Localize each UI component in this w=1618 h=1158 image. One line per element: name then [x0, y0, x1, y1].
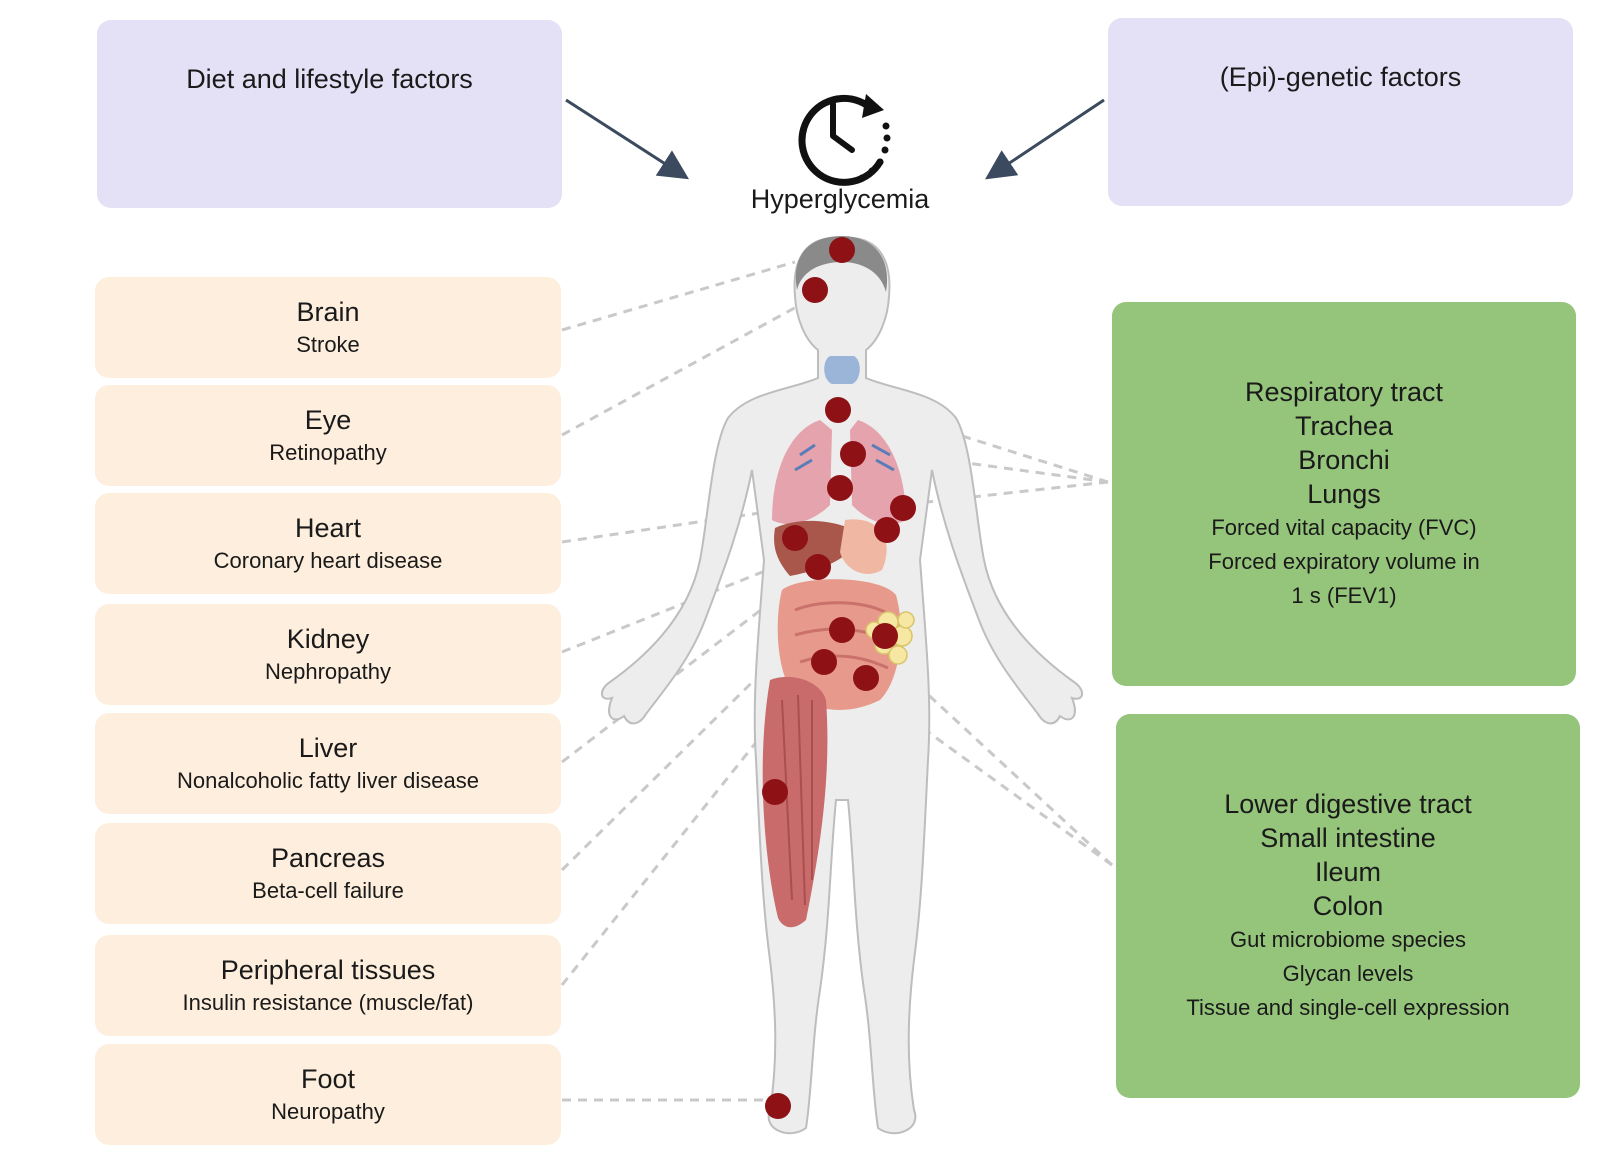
digestive-measure: Tissue and single-cell expression — [1186, 995, 1510, 1020]
organ-box-kidney: Kidney Nephropathy — [95, 604, 561, 705]
organ-name: Heart — [294, 512, 362, 543]
lower-digestive-tract-box: Lower digestive tract Small intestine Il… — [1116, 714, 1580, 1098]
organ-condition: Stroke — [296, 331, 360, 357]
organ-condition: Insulin resistance (muscle/fat) — [182, 989, 474, 1015]
organ-condition: Beta-cell failure — [252, 877, 404, 903]
organ-name: Foot — [300, 1063, 356, 1094]
marker-kidney — [805, 554, 831, 580]
organ-condition: Nephropathy — [265, 658, 391, 684]
marker-bronchi — [840, 441, 866, 467]
organ-box-heart: Heart Coronary heart disease — [95, 493, 561, 594]
organ-name: Brain — [296, 296, 360, 327]
respiratory-line: Bronchi — [1298, 445, 1390, 475]
organ-name: Eye — [304, 404, 352, 435]
organ-name: Pancreas — [270, 842, 386, 873]
marker-trachea — [825, 397, 851, 423]
digestive-line: Small intestine — [1260, 823, 1436, 853]
organ-name: Liver — [298, 732, 358, 763]
marker-heart — [827, 475, 853, 501]
hyperglycemia-label: Hyperglycemia — [750, 184, 930, 214]
epigenetic-factors-box: (Epi)-genetic factors — [1108, 18, 1573, 206]
marker-foot — [765, 1093, 791, 1119]
marker-colon — [853, 665, 879, 691]
respiratory-measure: Forced expiratory volume in — [1208, 549, 1480, 574]
marker-muscle — [762, 779, 788, 805]
organ-condition: Coronary heart disease — [213, 547, 443, 573]
digestive-measure: Glycan levels — [1282, 961, 1414, 986]
clock-cycle-icon — [798, 94, 891, 186]
respiratory-measure: Forced vital capacity (FVC) — [1211, 515, 1477, 540]
marker-brain — [829, 237, 855, 263]
organ-condition: Retinopathy — [269, 439, 387, 465]
diet-lifestyle-title: Diet and lifestyle factors — [186, 64, 473, 94]
marker-lungs — [890, 495, 916, 521]
diet-arrow — [565, 98, 690, 180]
marker-small-intestine — [829, 617, 855, 643]
organ-box-eye: Eye Retinopathy — [95, 385, 561, 486]
marker-fat — [872, 623, 898, 649]
organ-condition: Nonalcoholic fatty liver disease — [176, 767, 480, 793]
marker-eye — [802, 277, 828, 303]
organ-box-brain: Brain Stroke — [95, 277, 561, 378]
human-body-figure — [601, 236, 1083, 1135]
respiratory-tract-box: Respiratory tract Trachea Bronchi Lungs … — [1112, 302, 1576, 686]
digestive-line: Ileum — [1314, 857, 1382, 887]
organ-box-pancreas: Pancreas Beta-cell failure — [95, 823, 561, 924]
epigenetic-title: (Epi)-genetic factors — [1219, 62, 1462, 92]
digestive-measure: Gut microbiome species — [1230, 927, 1466, 952]
respiratory-line: Trachea — [1294, 411, 1394, 441]
digestive-line: Lower digestive tract — [1224, 789, 1472, 819]
diet-lifestyle-factors-box: Diet and lifestyle factors — [97, 20, 562, 208]
organ-condition: Neuropathy — [271, 1098, 385, 1124]
respiratory-line: Respiratory tract — [1244, 377, 1444, 407]
organ-name: Peripheral tissues — [220, 954, 436, 985]
marker-liver — [782, 525, 808, 551]
organ-box-peripheral-tissues: Peripheral tissues Insulin resistance (m… — [95, 935, 561, 1036]
genetic-arrow — [985, 98, 1105, 180]
organ-box-liver: Liver Nonalcoholic fatty liver disease — [95, 713, 561, 814]
organ-name: Kidney — [286, 623, 370, 654]
digestive-line: Colon — [1312, 891, 1384, 921]
organ-box-foot: Foot Neuropathy — [95, 1044, 561, 1145]
respiratory-measure: 1 s (FEV1) — [1291, 583, 1397, 608]
respiratory-line: Lungs — [1307, 479, 1381, 509]
disease-markers — [762, 237, 916, 1119]
marker-ileum — [811, 649, 837, 675]
marker-pancreas — [874, 517, 900, 543]
